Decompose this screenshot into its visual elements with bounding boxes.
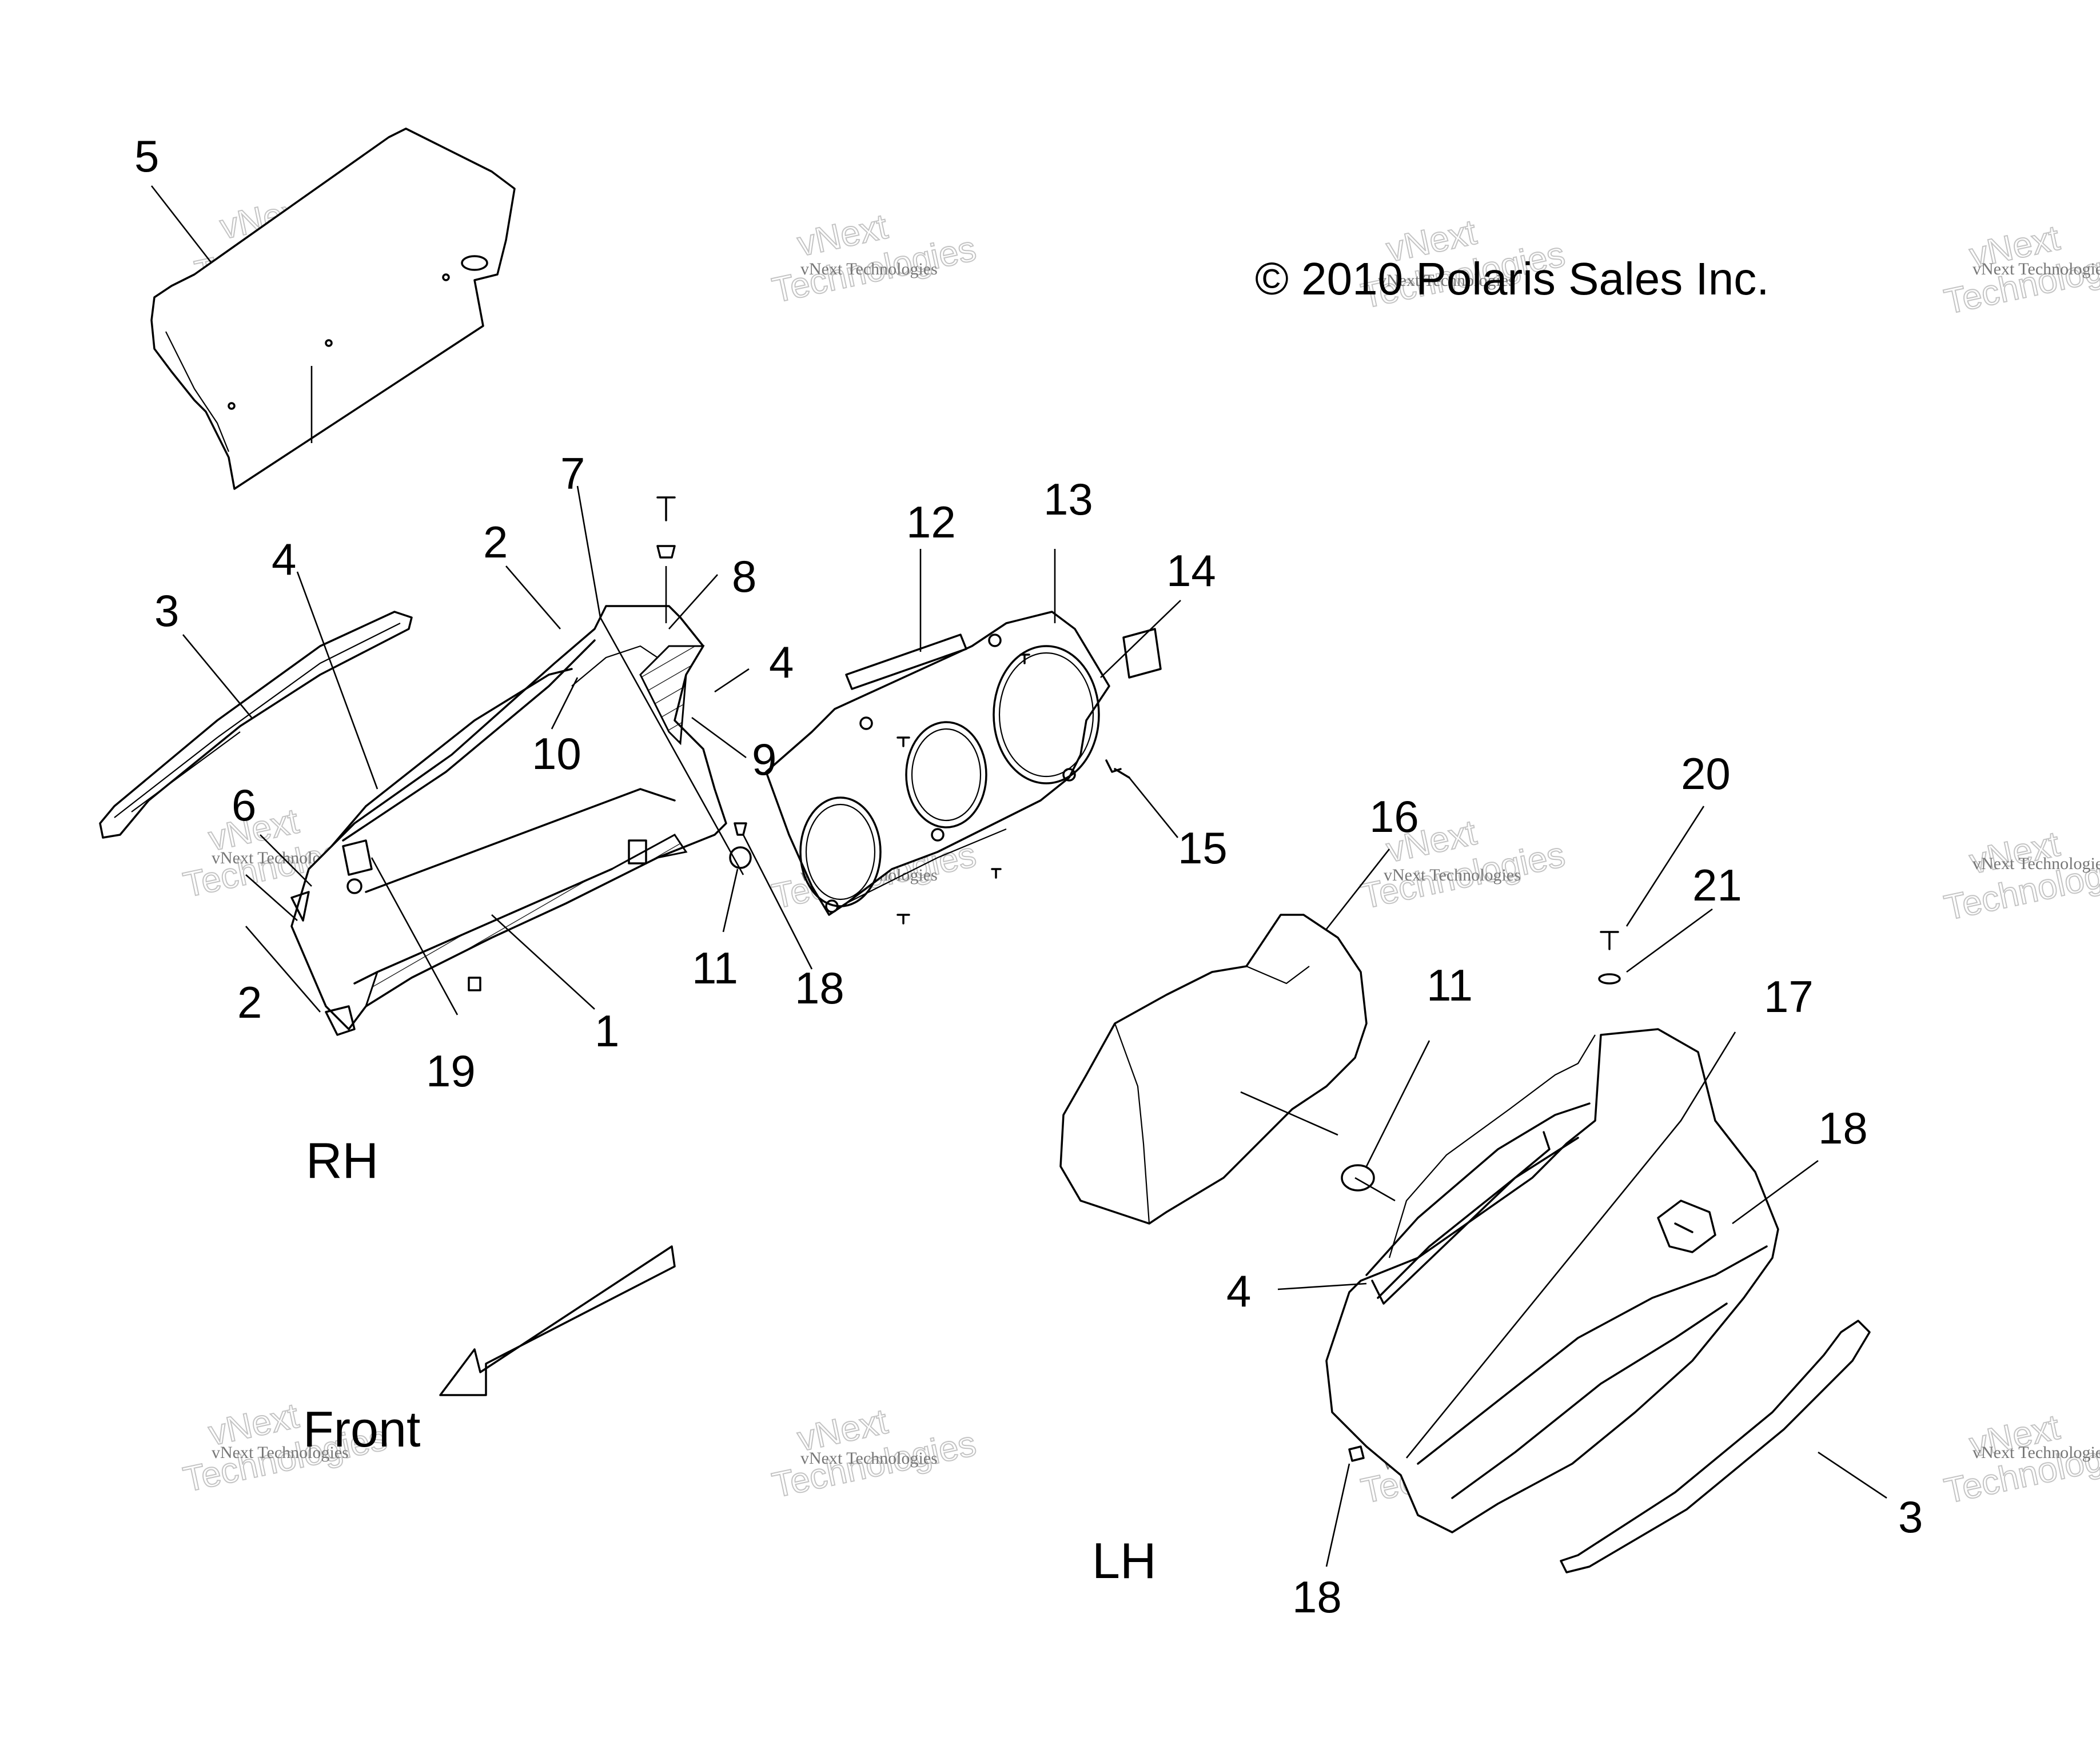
callout-1: 1: [595, 1006, 619, 1056]
svg-text:vNext Technologies: vNext Technologies: [1378, 271, 1515, 290]
callout-11-rh: 11: [692, 943, 738, 993]
callout-4-rh-b: 4: [769, 637, 794, 687]
callout-15: 15: [1178, 823, 1228, 873]
callout-6: 6: [232, 780, 256, 830]
callout-10: 10: [532, 728, 581, 779]
svg-text:vNext Technologies: vNext Technologies: [212, 1443, 349, 1462]
part-18-lh-screw: [1348, 1445, 1365, 1462]
part-13-gauge-panel: [765, 611, 1110, 916]
callout-17: 17: [1764, 971, 1814, 1022]
part-3-rh-trim: [99, 611, 413, 839]
svg-text:vNext Technologies: vNext Technologies: [1973, 260, 2100, 278]
callout-16: 16: [1369, 791, 1419, 842]
callout-5: 5: [134, 131, 159, 181]
callout-20: 20: [1681, 748, 1731, 799]
copyright-text: © 2010 Polaris Sales Inc.: [1255, 253, 1769, 304]
part-16-lh-cover: [1059, 914, 1368, 1225]
svg-text:vNext Technologies: vNext Technologies: [1384, 866, 1521, 885]
part-19: [342, 839, 373, 894]
watermark: vNext Technologies: [768, 1401, 980, 1506]
callout-7: 7: [560, 448, 585, 499]
callout-19: 19: [426, 1046, 476, 1096]
callout-numbers: 5 3 4 2 7 8 4 9 10 6 2 19 1 11 18 12 13 …: [134, 131, 1923, 1622]
part-2-rh-clips: [290, 891, 356, 1036]
callout-21: 21: [1692, 860, 1742, 910]
callout-18-lh-b: 18: [1292, 1572, 1342, 1622]
svg-text:vNext Technologies: vNext Technologies: [1973, 1443, 2100, 1462]
part-3-lh-trim: [1560, 1320, 1871, 1573]
svg-text:vNext Technologies: vNext Technologies: [800, 260, 938, 278]
part-4-lh-strip: [1371, 1131, 1551, 1305]
part-4-rh-trim: [330, 668, 573, 847]
screw-8: [656, 496, 676, 623]
svg-text:vNext Technologies: vNext Technologies: [800, 1449, 938, 1468]
part-17-lh-side-panel: [1325, 1028, 1779, 1533]
callout-4-rh: 4: [272, 534, 296, 584]
label-lh: LH: [1092, 1532, 1157, 1589]
callout-13: 13: [1043, 474, 1093, 524]
callout-8: 8: [732, 551, 756, 601]
part-5-panel: [150, 128, 516, 490]
callout-2-rh: 2: [483, 517, 508, 567]
part-12-strip: [845, 634, 967, 690]
part-18-rh-screw: [734, 822, 747, 836]
callout-4-lh: 4: [1226, 1266, 1251, 1316]
callout-18-lh: 18: [1818, 1103, 1868, 1153]
callout-11-lh: 11: [1426, 960, 1473, 1010]
callout-3-rh: 3: [154, 585, 179, 636]
svg-text:vNext Technologies: vNext Technologies: [1973, 854, 2100, 873]
part-11-lh-plug: [1341, 1164, 1375, 1192]
label-rh: RH: [306, 1132, 378, 1189]
small-screws: [896, 654, 1030, 925]
leader-lines: [150, 185, 1887, 1567]
callout-2-rh-b: 2: [237, 977, 262, 1027]
label-front: Front: [303, 1401, 420, 1457]
callout-3-lh: 3: [1898, 1492, 1923, 1542]
part-15-screw: [1105, 759, 1130, 779]
watermark: vNext Technologies: [768, 206, 980, 311]
callout-18-rh: 18: [795, 963, 844, 1013]
callout-12: 12: [906, 497, 956, 547]
front-arrow-icon: [439, 1245, 676, 1396]
part-11-rh-plug: [729, 846, 752, 869]
part-1-rh-side-panel: [290, 605, 727, 1030]
part-14-label: [1122, 628, 1162, 679]
callout-9: 9: [752, 734, 776, 784]
part-20-screw: [1600, 931, 1619, 950]
callout-14: 14: [1166, 545, 1216, 596]
part-21-washer: [1598, 973, 1621, 985]
